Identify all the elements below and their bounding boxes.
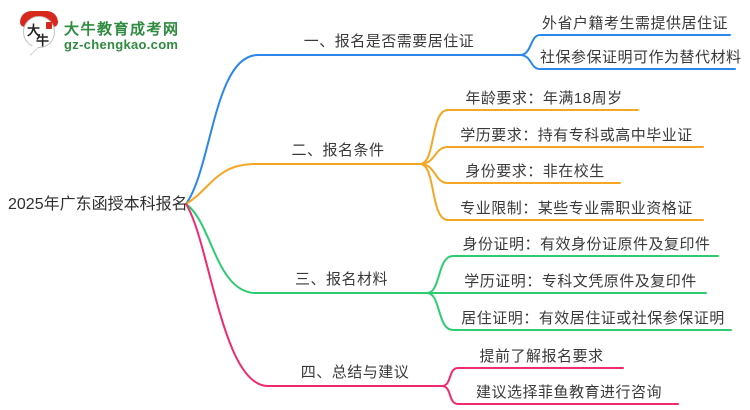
branch-2-child-3[interactable]: 身份要求：非在校生 xyxy=(465,163,605,180)
branch-4-label[interactable]: 四、总结与建议 xyxy=(300,364,410,381)
branch-4-child-2[interactable]: 建议选择菲鱼教育进行咨询 xyxy=(475,384,662,401)
logo-bubble-icon: 大 牛 xyxy=(23,16,55,48)
edge-root-branch-2 xyxy=(185,163,421,205)
branch-3-child-2[interactable]: 学历证明：专科文凭原件及复印件 xyxy=(464,273,697,290)
edge-branch-1-child-1 xyxy=(519,34,731,56)
edge-branch-4-child-2 xyxy=(441,385,679,405)
edge-branch-1-child-2 xyxy=(519,54,736,70)
logo-mark-char-2: 牛 xyxy=(36,33,50,48)
branch-4-edges xyxy=(185,203,679,405)
edge-branch-2-child-2 xyxy=(419,146,704,165)
branch-1-child-2[interactable]: 社保参保证明可作为替代材料 xyxy=(540,49,742,66)
branch-2-edges xyxy=(185,109,704,221)
logo-brand-text: 大牛教育成考网 xyxy=(64,21,180,38)
branch-4-child-1[interactable]: 提前了解报名要求 xyxy=(479,348,604,365)
branch-2-label[interactable]: 二、报名条件 xyxy=(291,142,385,159)
edge-branch-4-child-1 xyxy=(441,367,624,387)
logo-domain-text: gz-chengkao.com xyxy=(64,37,179,52)
site-logo: 大 牛 大牛教育成考网 gz-chengkao.com xyxy=(0,0,230,70)
edge-root-branch-1 xyxy=(185,54,521,205)
branch-3-edges xyxy=(185,203,732,331)
branch-2-child-4[interactable]: 专业限制：某些专业需职业资格证 xyxy=(460,200,693,217)
edge-branch-3-child-1 xyxy=(426,255,719,294)
edge-root-branch-4 xyxy=(185,203,443,387)
edge-branch-3-child-3 xyxy=(426,292,732,331)
logo-mark-char-1: 大 xyxy=(27,23,41,38)
edge-branch-2-child-4 xyxy=(419,163,704,221)
edge-branch-2-child-1 xyxy=(419,109,639,165)
branch-1-label[interactable]: 一、报名是否需要居住证 xyxy=(303,33,475,50)
root-node[interactable]: 2025年广东函授本科报名 xyxy=(8,196,188,213)
branch-3-child-1[interactable]: 身份证明：有效身份证原件及复印件 xyxy=(462,236,711,253)
branch-1-child-1[interactable]: 外省户籍考生需提供居住证 xyxy=(541,15,728,32)
branch-3-child-3[interactable]: 居住证明：有效居住证或社保参保证明 xyxy=(461,310,725,327)
logo-bubble-tail xyxy=(30,46,39,55)
branch-3-label[interactable]: 三、报名材料 xyxy=(294,271,388,288)
branch-2-child-2[interactable]: 学历要求：持有专科或高中毕业证 xyxy=(460,127,693,144)
edge-root-branch-3 xyxy=(185,203,428,294)
branch-2-child-1[interactable]: 年龄要求：年满18周岁 xyxy=(465,90,623,107)
branch-1-edges xyxy=(185,34,736,205)
logo-seal-icon xyxy=(46,22,52,29)
